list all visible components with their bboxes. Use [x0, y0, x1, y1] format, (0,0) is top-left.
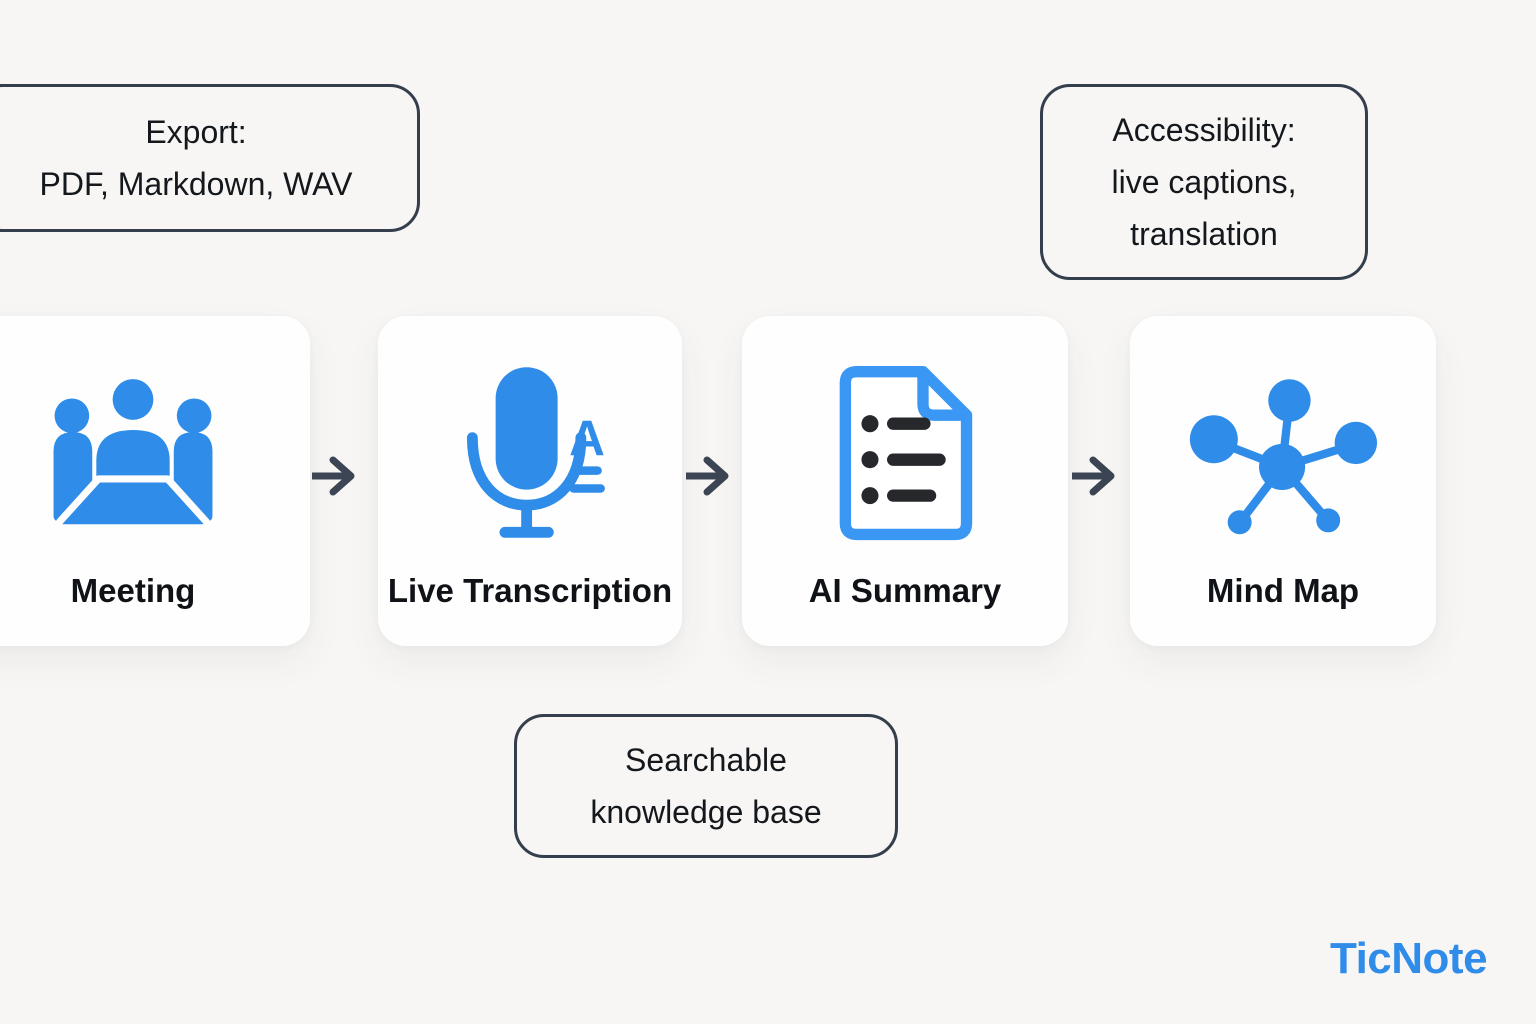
knowledge-annotation-box: Searchable knowledge base: [514, 714, 898, 858]
arrow-right-icon: [686, 456, 729, 496]
flow-card-live-transcription: A Live Transcription: [378, 316, 682, 646]
arrow-right-icon: [1072, 456, 1115, 496]
knowledge-annotation-line: Searchable: [625, 742, 787, 778]
flow-card-ai-summary: AI Summary: [742, 316, 1068, 646]
accessibility-annotation-box: Accessibility: live captions, translatio…: [1040, 84, 1368, 280]
transcription-letter: A: [569, 411, 605, 467]
export-annotation-line: Export:: [145, 114, 247, 150]
arrow-right-icon: [312, 456, 355, 496]
mind-map-icon: [1130, 350, 1436, 558]
flow-step-label: AI Summary: [808, 572, 1002, 609]
flow-card-mind-map: Mind Map: [1130, 316, 1436, 646]
flow-step-label: Meeting: [70, 572, 196, 609]
knowledge-annotation-line: knowledge base: [590, 794, 822, 830]
flow-step-label: Mind Map: [1206, 572, 1360, 609]
microphone-transcription-icon: A: [378, 350, 682, 558]
accessibility-annotation-line: translation: [1130, 216, 1278, 252]
document-summary-icon: [742, 350, 1068, 558]
accessibility-annotation-line: live captions,: [1111, 164, 1297, 200]
export-annotation-box: Export: PDF, Markdown, WAV: [0, 84, 420, 232]
flow-card-meeting: Meeting: [0, 316, 310, 646]
accessibility-annotation-line: Accessibility:: [1112, 112, 1296, 148]
ticnote-logo: TicNote: [1330, 934, 1488, 983]
export-annotation-line: PDF, Markdown, WAV: [39, 166, 353, 202]
meeting-icon: [0, 350, 310, 558]
flow-step-label: Live Transcription: [387, 572, 673, 609]
